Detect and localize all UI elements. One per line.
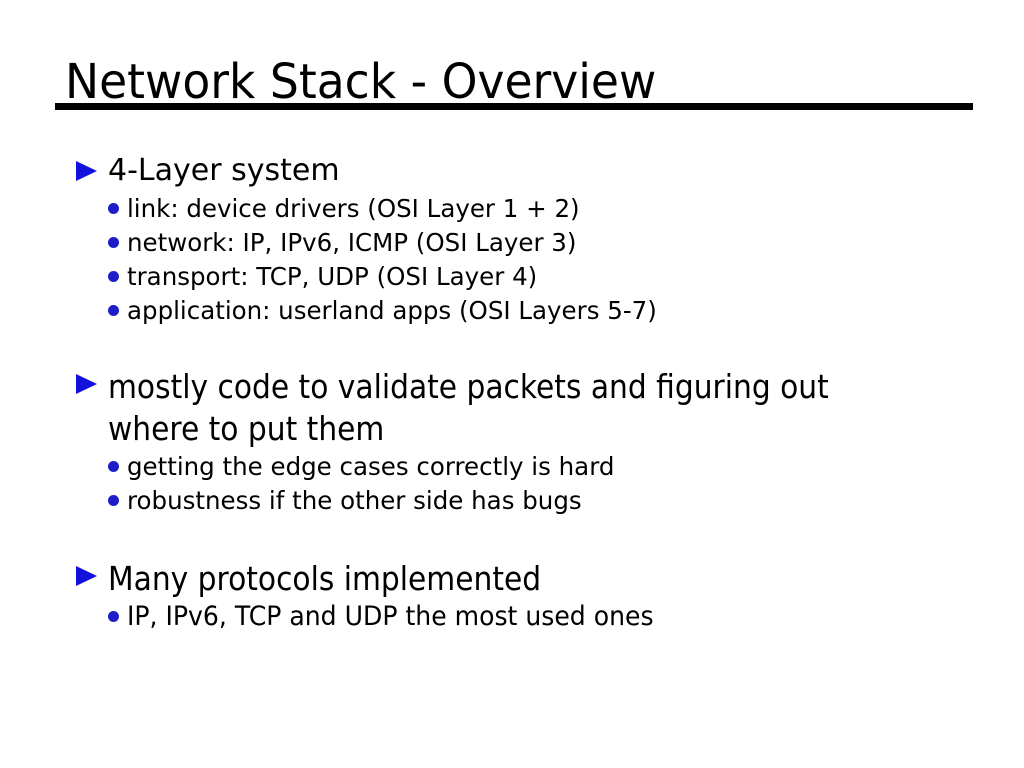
bullet-heading-line: mostly code to validate packets and figu… xyxy=(108,367,829,406)
triangle-right-icon xyxy=(76,374,97,394)
slide-title: Network Stack - Overview xyxy=(65,54,657,110)
bullet-heading: mostly code to validate packets and figu… xyxy=(108,366,909,450)
sub-bullet-text: IP, IPv6, TCP and UDP the most used ones xyxy=(127,601,654,632)
bullet-row: mostly code to validate packets and figu… xyxy=(76,366,909,450)
title-underline xyxy=(55,103,973,110)
triangle-right-icon xyxy=(76,566,97,586)
sub-bullet-text: link: device drivers (OSI Layer 1 + 2) xyxy=(127,194,580,223)
list-item: network: IP, IPv6, ICMP (OSI Layer 3) xyxy=(108,226,657,260)
bullet-heading-line: where to put them xyxy=(108,409,385,448)
list-item: transport: TCP, UDP (OSI Layer 4) xyxy=(108,260,657,294)
sub-bullet-list: getting the edge cases correctly is hard… xyxy=(108,450,909,518)
bullet-row: Many protocols implemented xyxy=(76,558,693,600)
sub-bullet-text: robustness if the other side has bugs xyxy=(127,486,582,515)
triangle-right-icon xyxy=(76,161,97,181)
bullet-heading: Many protocols implemented xyxy=(108,558,589,600)
sub-bullet-text: transport: TCP, UDP (OSI Layer 4) xyxy=(127,262,538,291)
list-item: link: device drivers (OSI Layer 1 + 2) xyxy=(108,192,657,226)
dot-icon xyxy=(108,271,119,282)
sub-bullet-list: IP, IPv6, TCP and UDP the most used ones xyxy=(108,600,693,634)
sub-bullet-text: network: IP, IPv6, ICMP (OSI Layer 3) xyxy=(127,228,577,257)
sub-bullet-text: application: userland apps (OSI Layers 5… xyxy=(127,296,657,325)
bullet-group-4-layer-system: 4-Layer system link: device drivers (OSI… xyxy=(76,153,657,328)
list-item: application: userland apps (OSI Layers 5… xyxy=(108,294,657,328)
list-item: getting the edge cases correctly is hard xyxy=(108,450,909,484)
bullet-group-validate-packets: mostly code to validate packets and figu… xyxy=(76,366,909,518)
list-item: robustness if the other side has bugs xyxy=(108,484,909,518)
bullet-heading: 4-Layer system xyxy=(108,153,340,188)
dot-icon xyxy=(108,611,119,622)
dot-icon xyxy=(108,237,119,248)
sub-bullet-text: getting the edge cases correctly is hard xyxy=(127,452,615,481)
bullet-row: 4-Layer system xyxy=(76,153,657,189)
bullet-group-many-protocols: Many protocols implemented IP, IPv6, TCP… xyxy=(76,558,693,634)
bullet-heading-line: Many protocols implemented xyxy=(108,559,542,598)
dot-icon xyxy=(108,305,119,316)
dot-icon xyxy=(108,461,119,472)
dot-icon xyxy=(108,495,119,506)
dot-icon xyxy=(108,203,119,214)
sub-bullet-list: link: device drivers (OSI Layer 1 + 2) n… xyxy=(108,192,657,328)
list-item: IP, IPv6, TCP and UDP the most used ones xyxy=(108,600,693,634)
